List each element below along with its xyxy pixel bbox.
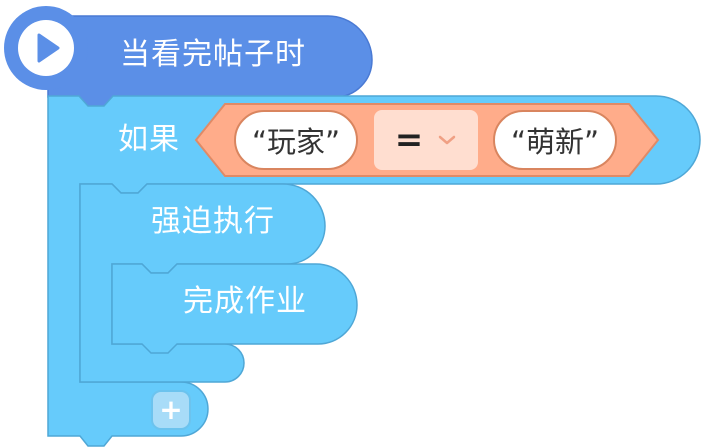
hat-label: 当看完帖子时 [120, 37, 306, 72]
condition-right-input[interactable]: “萌新” [493, 110, 617, 170]
condition-left-input[interactable]: “玩家” [234, 110, 358, 170]
task-block[interactable] [111, 263, 358, 354]
force-block[interactable] [79, 183, 326, 383]
if-label: 如果 [118, 122, 180, 157]
task-label: 完成作业 [183, 284, 307, 319]
add-block-button[interactable]: + [151, 390, 191, 430]
force-label: 强迫执行 [151, 204, 275, 239]
plus-icon: + [159, 393, 183, 426]
operator-dropdown[interactable]: = [374, 110, 478, 170]
operator-value: = [394, 120, 424, 160]
chevron-down-icon [439, 135, 456, 145]
play-icon[interactable] [14, 16, 78, 80]
